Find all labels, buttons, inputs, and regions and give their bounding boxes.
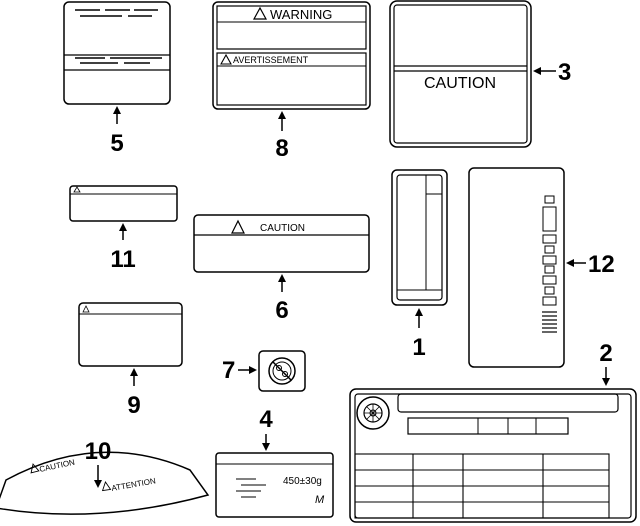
- attention-10-text: ATTENTION: [111, 476, 157, 493]
- label-2-item[interactable]: [349, 388, 637, 523]
- callout-5: 5: [110, 130, 123, 157]
- label-1-item[interactable]: [391, 169, 448, 306]
- mark-4-text: M: [315, 494, 325, 506]
- callout-11: 11: [110, 246, 135, 273]
- callout-4: 4: [259, 406, 273, 433]
- callout-6: 6: [275, 297, 288, 324]
- label-12-item[interactable]: [468, 167, 565, 368]
- callout-12: 12: [588, 251, 615, 278]
- caution-6-text: CAUTION: [260, 223, 305, 234]
- warning-text: WARNING: [270, 7, 332, 22]
- label-8-item[interactable]: WARNING AVERTISSEMENT: [212, 1, 371, 110]
- label-9-item[interactable]: [78, 302, 183, 367]
- callout-3: 3: [558, 59, 571, 86]
- label-3-item[interactable]: CAUTION: [389, 0, 532, 148]
- label-7-item[interactable]: [258, 350, 306, 392]
- caution-10-text: CAUTION: [39, 458, 76, 474]
- callout-9: 9: [127, 392, 140, 419]
- label-5-item[interactable]: [63, 1, 171, 105]
- callout-2: 2: [599, 340, 612, 367]
- weight-4-text: 450±30g: [283, 476, 322, 487]
- callout-8: 8: [275, 135, 288, 162]
- caution-3-text: CAUTION: [424, 75, 496, 92]
- tire-icon: [356, 396, 390, 430]
- label-4-item[interactable]: 450±30g M: [215, 452, 334, 518]
- label-6-item[interactable]: CAUTION: [193, 214, 370, 273]
- label-11-item[interactable]: [69, 185, 178, 222]
- avertissement-text: AVERTISSEMENT: [233, 55, 309, 65]
- callout-7: 7: [222, 357, 235, 384]
- callout-1: 1: [412, 334, 425, 361]
